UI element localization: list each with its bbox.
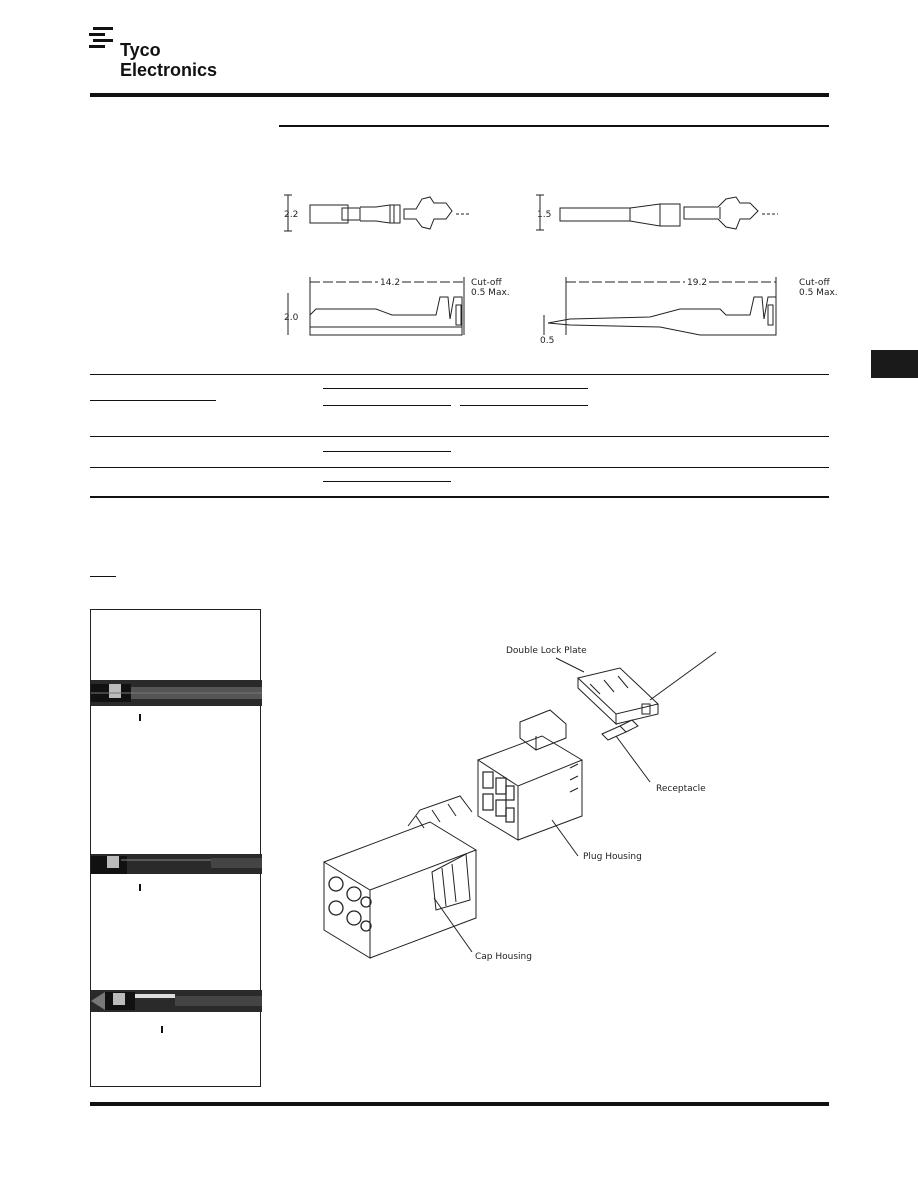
note-underline bbox=[90, 576, 116, 577]
left-cutoff-line1: Cut-off bbox=[471, 278, 502, 288]
right-terminal-top-view bbox=[536, 194, 778, 231]
table-header-underline bbox=[90, 400, 216, 401]
footer-rule bbox=[90, 1102, 829, 1106]
receptacle-part bbox=[601, 719, 639, 741]
crimp-photo-1 bbox=[91, 680, 262, 706]
company-name-line2: Electronics bbox=[120, 60, 218, 80]
cap-housing-label: Cap Housing bbox=[475, 952, 532, 962]
table-sub-underline-2 bbox=[460, 405, 588, 406]
tyco-logo-icon bbox=[89, 27, 113, 48]
plug-housing-label: Plug Housing bbox=[583, 852, 642, 862]
leader-cap-housing bbox=[433, 897, 473, 953]
right-cutoff-line2: 0.5 Max. bbox=[799, 288, 838, 298]
table-cell-underline-1 bbox=[323, 451, 451, 452]
section-tab-marker bbox=[871, 350, 918, 378]
connector-assembly-drawing bbox=[322, 651, 717, 959]
photo-mark-3 bbox=[161, 1026, 163, 1033]
leader-plug-housing bbox=[551, 819, 579, 857]
receptacle-label: Receptacle bbox=[656, 784, 706, 794]
header-rule bbox=[90, 93, 829, 97]
right-terminal-side-view bbox=[543, 277, 777, 336]
left-height-dim: 2.0 bbox=[284, 313, 299, 323]
table-group-underline bbox=[323, 388, 588, 389]
double-lock-plate-part bbox=[576, 667, 660, 726]
leader-receptacle bbox=[615, 735, 651, 783]
table-bottom-rule bbox=[90, 496, 829, 498]
wire bbox=[649, 651, 717, 701]
right-thickness-dim: 0.5 bbox=[540, 336, 555, 346]
double-lock-plate-label: Double Lock Plate bbox=[506, 646, 587, 656]
right-width-dim: 1.5 bbox=[537, 210, 552, 220]
left-terminal-top-view bbox=[284, 194, 470, 232]
table-row-rule-2 bbox=[90, 467, 829, 468]
photo-mark-1 bbox=[139, 714, 141, 721]
table-cell-underline-2 bbox=[323, 481, 451, 482]
table-row-rule-1 bbox=[90, 436, 829, 437]
table-top-rule bbox=[90, 374, 829, 375]
plug-housing-part bbox=[476, 709, 584, 841]
left-terminal-side-view bbox=[287, 277, 465, 336]
left-width-dim: 2.2 bbox=[284, 210, 299, 220]
crimp-photo-2 bbox=[91, 854, 262, 874]
left-cutoff-line2: 0.5 Max. bbox=[471, 288, 510, 298]
photo-mark-2 bbox=[139, 884, 141, 891]
right-length-dim: 19.2 bbox=[685, 278, 710, 288]
cap-housing-part bbox=[322, 795, 478, 959]
section-rule bbox=[279, 125, 829, 127]
crimp-photo-panel bbox=[90, 609, 262, 1087]
terminal-drawings bbox=[284, 194, 778, 336]
right-cutoff-line1: Cut-off bbox=[799, 278, 830, 288]
company-name: Tyco Electronics bbox=[120, 40, 217, 80]
leader-lock-plate bbox=[555, 657, 585, 673]
company-name-line1: Tyco bbox=[120, 40, 161, 60]
left-length-dim: 14.2 bbox=[378, 278, 403, 288]
crimp-photo-3 bbox=[91, 990, 262, 1012]
table-sub-underline-1 bbox=[323, 405, 451, 406]
